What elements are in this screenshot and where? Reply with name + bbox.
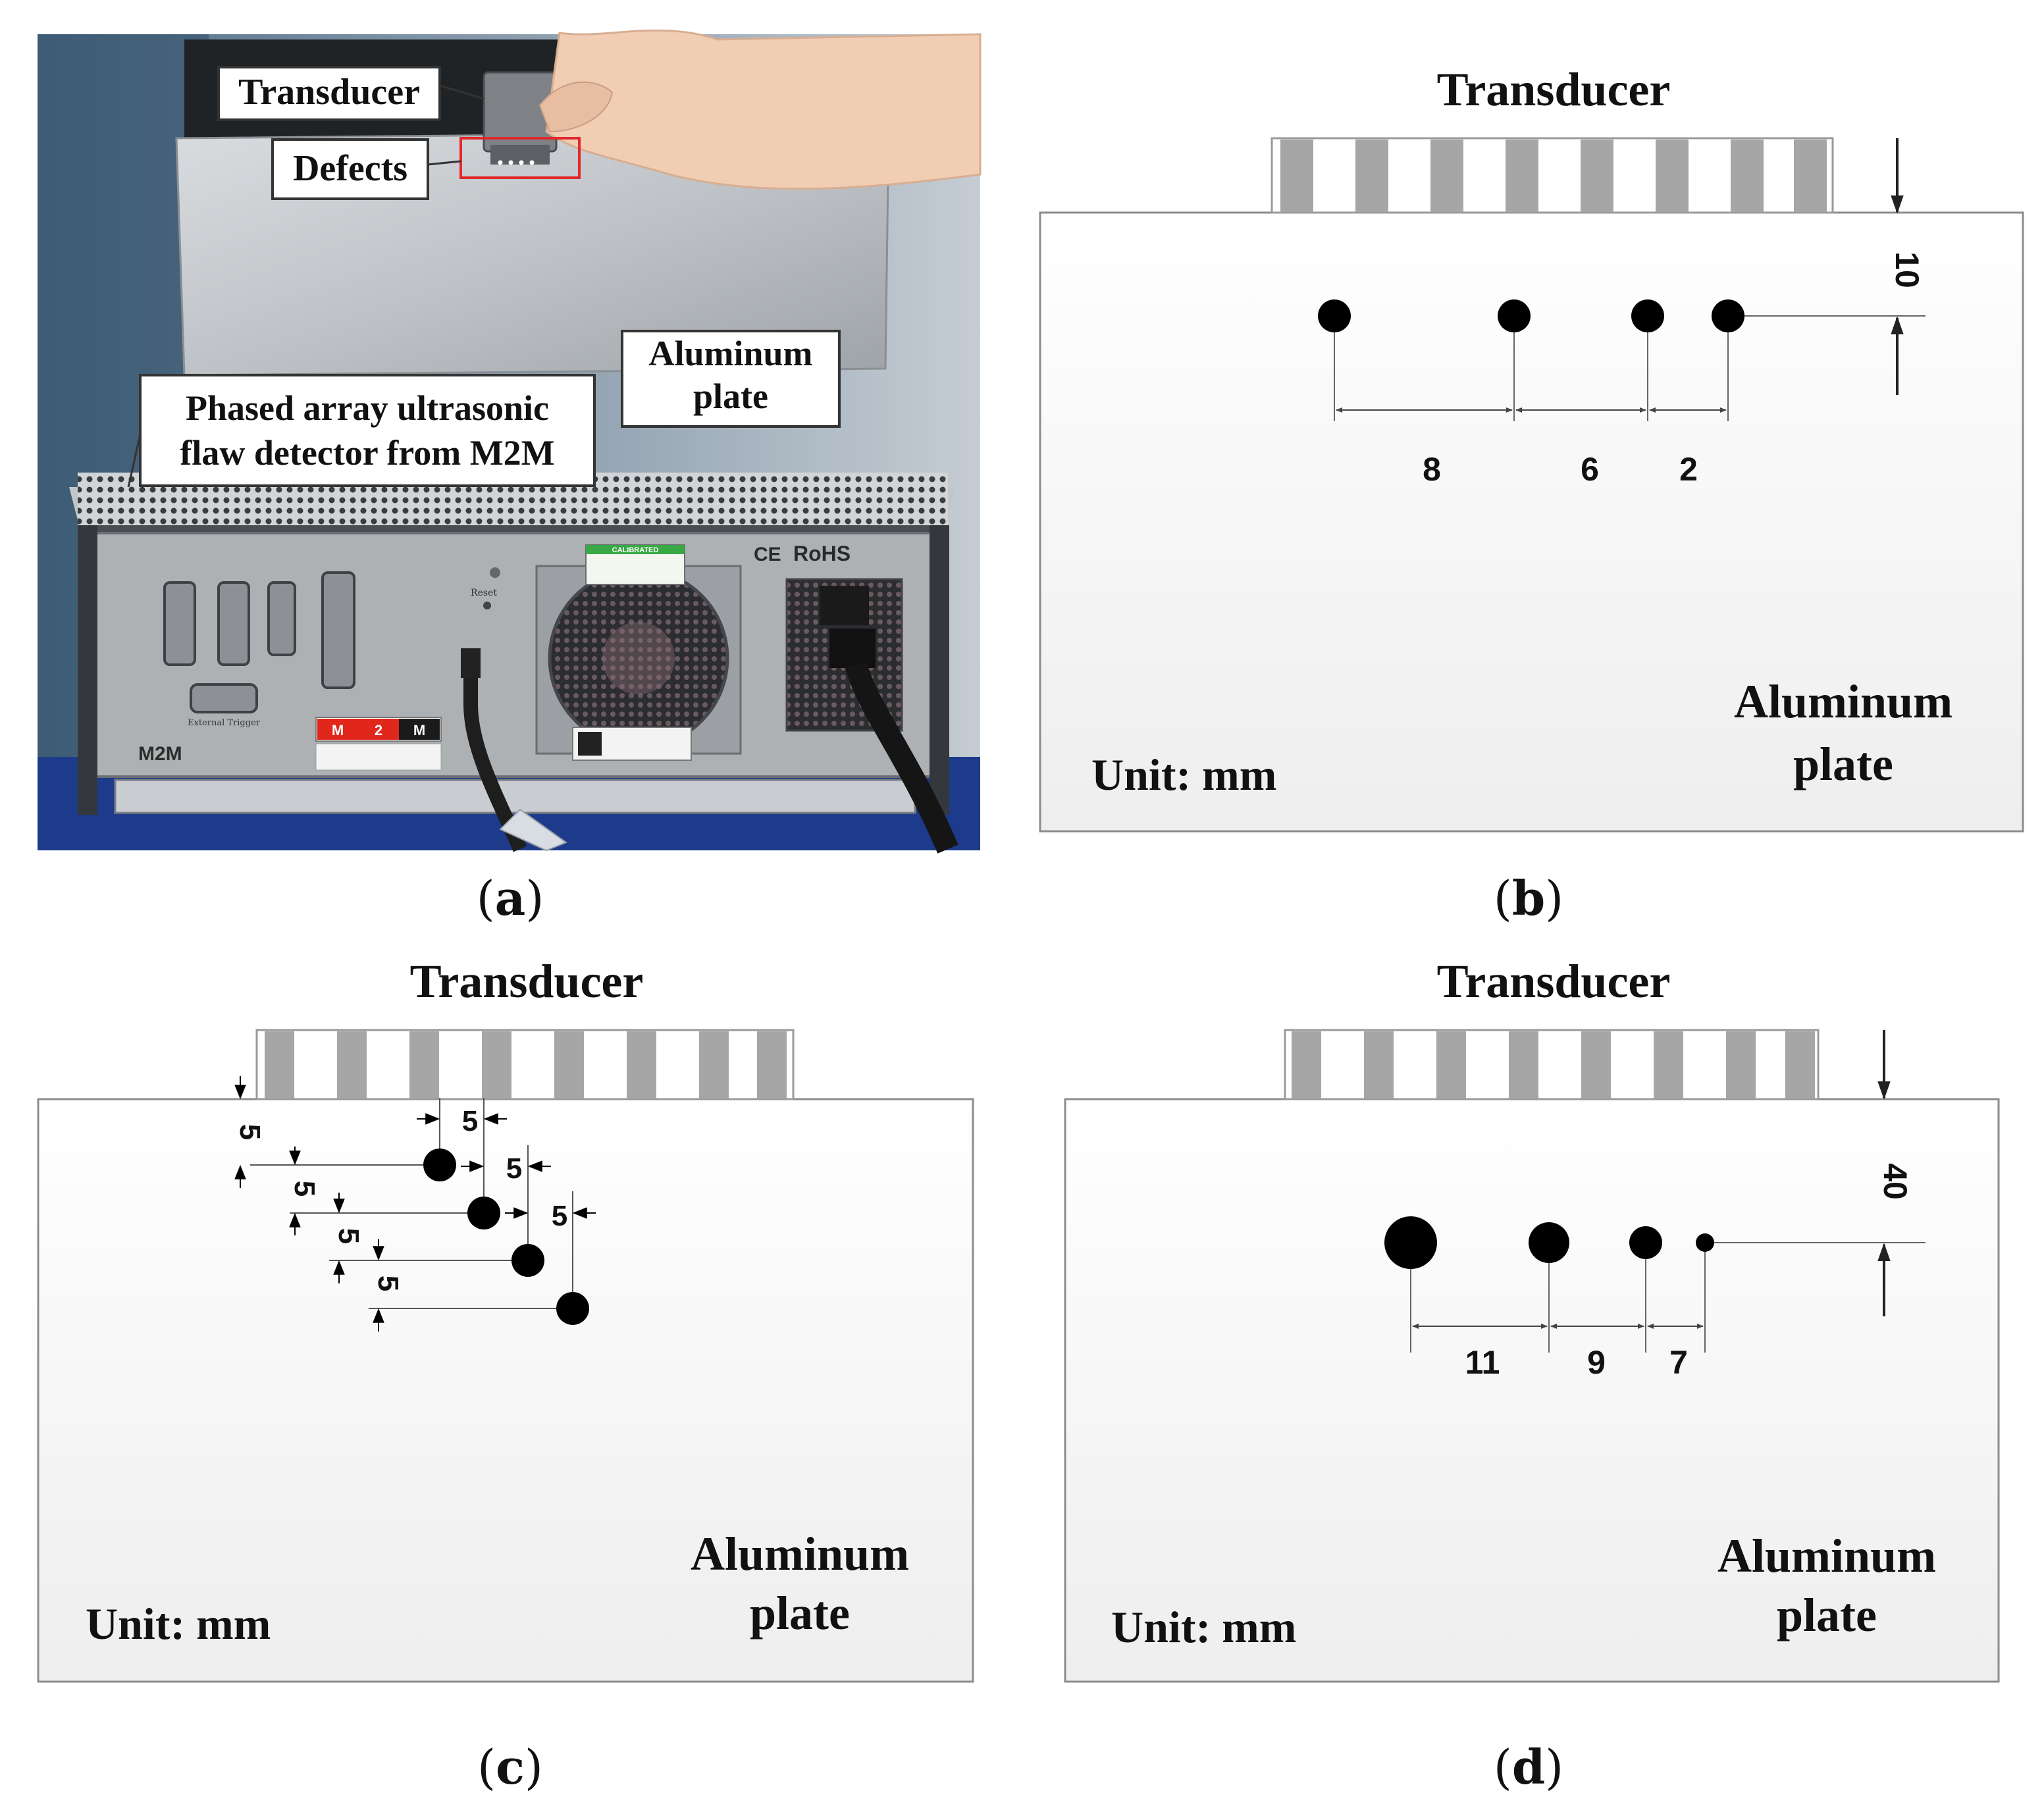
reset-label: Reset: [471, 588, 497, 598]
panel-b-extension-lines: [1334, 315, 1926, 421]
defect-highlight-box: [459, 137, 581, 179]
callout-flaw-detector: Phased array ultrasonic flaw detector fr…: [127, 374, 596, 488]
transducer-photo: [483, 29, 982, 190]
svg-text:Aluminum: Aluminum: [648, 334, 812, 373]
device-base: [114, 779, 916, 814]
panel-d-plate: [1064, 1098, 2000, 1683]
svg-text:Phased array ultrasonic: Phased array ultrasonic: [186, 388, 549, 428]
panel-c-vertical-5a: 5: [234, 1124, 266, 1140]
panel-d-transducer-label: Transducer: [1437, 955, 1671, 1008]
panel-c-horizontal-5c: 5: [552, 1200, 567, 1232]
panel-b-defects: [1318, 299, 1744, 332]
panel-c-vertical-arrows: [234, 1076, 384, 1331]
caption-b: (b): [1494, 870, 1564, 926]
panel-a-photo: External Trigger Reset CALIBRATED CE RoH…: [38, 29, 982, 854]
external-trigger-label: External Trigger: [188, 718, 261, 728]
caption-c: (c): [477, 1739, 543, 1795]
ce-mark: CE: [754, 544, 781, 565]
callout-transducer: Transducer: [217, 66, 485, 121]
panel-d-spacing-7: 7: [1669, 1344, 1688, 1381]
panel-d-plate-label-2: plate: [1777, 1589, 1877, 1641]
panel-b-elements: [1280, 140, 1827, 212]
power-cable: [845, 661, 958, 854]
panel-d-elements: [1292, 1031, 1815, 1098]
panel-b: Transducer 8 6 2 10: [1039, 63, 2024, 833]
panel-d: Transducer 11 9 7 40 Unit: mm: [1064, 955, 2000, 1683]
flaw-detector-device: External Trigger Reset CALIBRATED CE RoH…: [69, 473, 958, 854]
panel-b-depth-label: 10: [1889, 251, 1926, 288]
panel-c-plate-label-1: Aluminum: [691, 1528, 909, 1580]
hand: [545, 29, 982, 190]
panel-c-horizontal-5a: 5: [462, 1105, 478, 1137]
panel-c-plate-label-2: plate: [750, 1587, 850, 1640]
captions: (a) (b) (c) (d): [477, 870, 1564, 1795]
d-sub-connectors: [163, 571, 355, 713]
panel-b-unit: Unit: mm: [1091, 750, 1276, 800]
panel-b-plate-label-1: Aluminum: [1734, 675, 1952, 728]
callout-aluminum-plate: Aluminum plate: [621, 330, 841, 428]
panel-c-transducer-label: Transducer: [410, 955, 644, 1008]
calibrated-text: CALIBRATED: [612, 546, 659, 554]
m2m-brand-text: M2M: [138, 743, 182, 765]
panel-c-elements: [265, 1031, 787, 1098]
panel-c: Transducer: [37, 955, 974, 1683]
panel-b-spacing-2: 2: [1679, 451, 1698, 488]
svg-text:2: 2: [375, 722, 382, 738]
rohs-mark: RoHS: [793, 542, 851, 565]
panel-b-spacing-6: 6: [1581, 451, 1599, 488]
svg-text:M: M: [332, 722, 344, 738]
panel-d-defects: [1384, 1216, 1714, 1269]
svg-text:plate: plate: [693, 376, 768, 416]
panel-c-leader-lines: [250, 1098, 573, 1309]
panel-c-vertical-5b: 5: [288, 1181, 321, 1197]
panel-d-unit: Unit: mm: [1111, 1602, 1296, 1652]
svg-text:Defects: Defects: [293, 148, 407, 189]
caption-d: (d): [1494, 1739, 1564, 1795]
panel-b-plate-label-2: plate: [1793, 738, 1893, 790]
panel-d-extension-lines: [1410, 1242, 1926, 1353]
panel-b-transducer-label: Transducer: [1437, 63, 1671, 116]
panel-c-horizontal-arrows: [417, 1113, 596, 1219]
panel-c-defects: [423, 1149, 589, 1325]
caption-a: (a): [477, 870, 544, 926]
defect-dots: [498, 160, 535, 165]
callout-defects: Defects: [271, 138, 461, 200]
panel-c-vertical-5c: 5: [332, 1228, 365, 1244]
panel-c-vertical-5d: 5: [372, 1276, 404, 1291]
svg-text:M: M: [413, 722, 425, 738]
panel-c-horizontal-5b: 5: [506, 1152, 522, 1185]
panel-c-unit: Unit: mm: [86, 1599, 271, 1649]
panel-b-spacing-8: 8: [1423, 451, 1441, 488]
m2m-logo-sticker: M 2 M: [315, 717, 442, 771]
panel-d-spacing-11: 11: [1465, 1344, 1500, 1381]
panel-d-plate-label-1: Aluminum: [1717, 1530, 1936, 1582]
svg-text:flaw detector from M2M: flaw detector from M2M: [180, 433, 554, 473]
panel-d-depth-label: 40: [1877, 1163, 1914, 1200]
svg-text:Transducer: Transducer: [238, 72, 420, 113]
panel-d-spacing-9: 9: [1587, 1344, 1606, 1381]
